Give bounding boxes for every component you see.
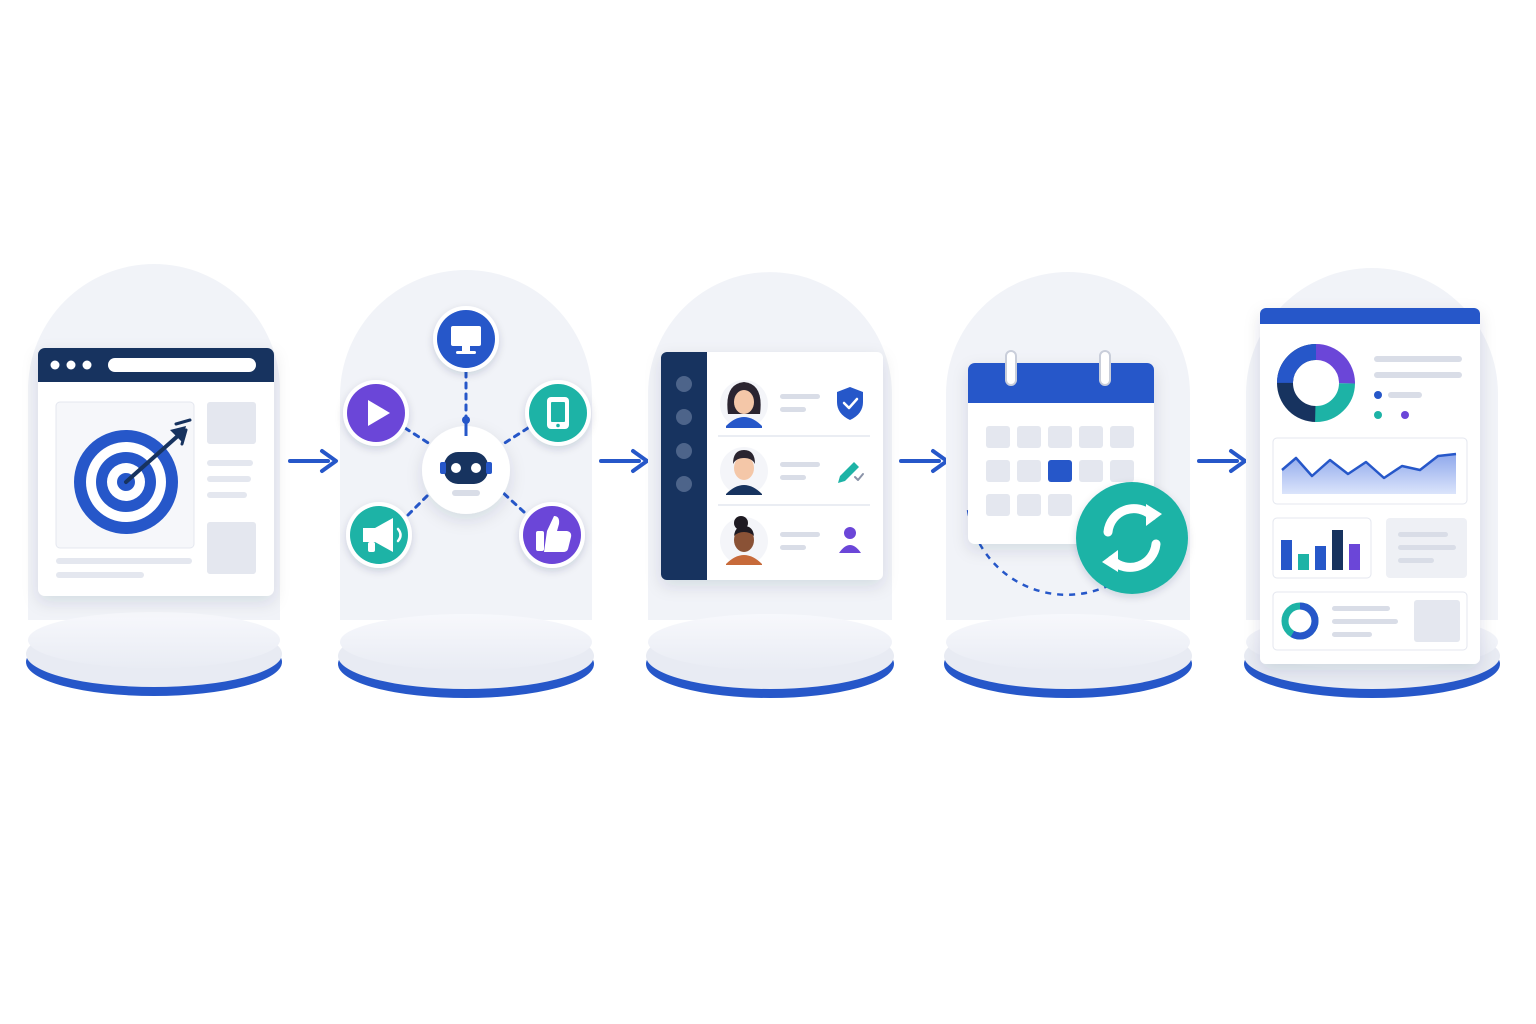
list-item	[720, 447, 864, 495]
window-dot	[50, 360, 60, 370]
pencil-check-icon	[838, 462, 864, 483]
step-analytics	[1244, 268, 1500, 698]
megaphone-icon	[346, 502, 412, 568]
list-item	[720, 516, 861, 565]
line-chart	[1281, 452, 1457, 494]
calendar-icon	[968, 350, 1154, 544]
step-channels	[338, 270, 594, 698]
phone-icon	[525, 380, 591, 446]
arrow-right-icon	[599, 449, 649, 473]
donut-chart	[1277, 344, 1355, 422]
pedestal	[338, 614, 594, 698]
placeholder-block	[207, 402, 256, 444]
arrow-right-icon	[288, 449, 338, 473]
step-scheduling	[944, 272, 1192, 698]
robot-icon	[422, 416, 510, 514]
bar-chart	[1281, 530, 1360, 570]
thumbs-up-icon	[519, 502, 585, 568]
dashboard-icon	[1260, 308, 1480, 664]
user-list-icon	[661, 352, 883, 580]
address-bar	[108, 358, 256, 372]
pedestal	[646, 614, 894, 698]
monitor-icon	[433, 306, 499, 372]
play-icon	[343, 380, 409, 446]
ring-chart	[1281, 602, 1319, 640]
pedestal	[26, 612, 282, 696]
step-team	[646, 272, 894, 698]
pedestal	[944, 614, 1192, 698]
arrow-right-icon	[1197, 449, 1247, 473]
step-targeting	[26, 264, 282, 696]
arrow-right-icon	[899, 449, 949, 473]
target-icon	[74, 418, 192, 534]
user-icon	[839, 527, 861, 553]
shield-check-icon	[837, 387, 863, 420]
placeholder-block	[207, 522, 256, 574]
selected-day	[1048, 460, 1072, 482]
refresh-icon	[1076, 482, 1188, 594]
list-item	[720, 380, 863, 428]
window-dot	[82, 360, 92, 370]
window-dot	[66, 360, 76, 370]
